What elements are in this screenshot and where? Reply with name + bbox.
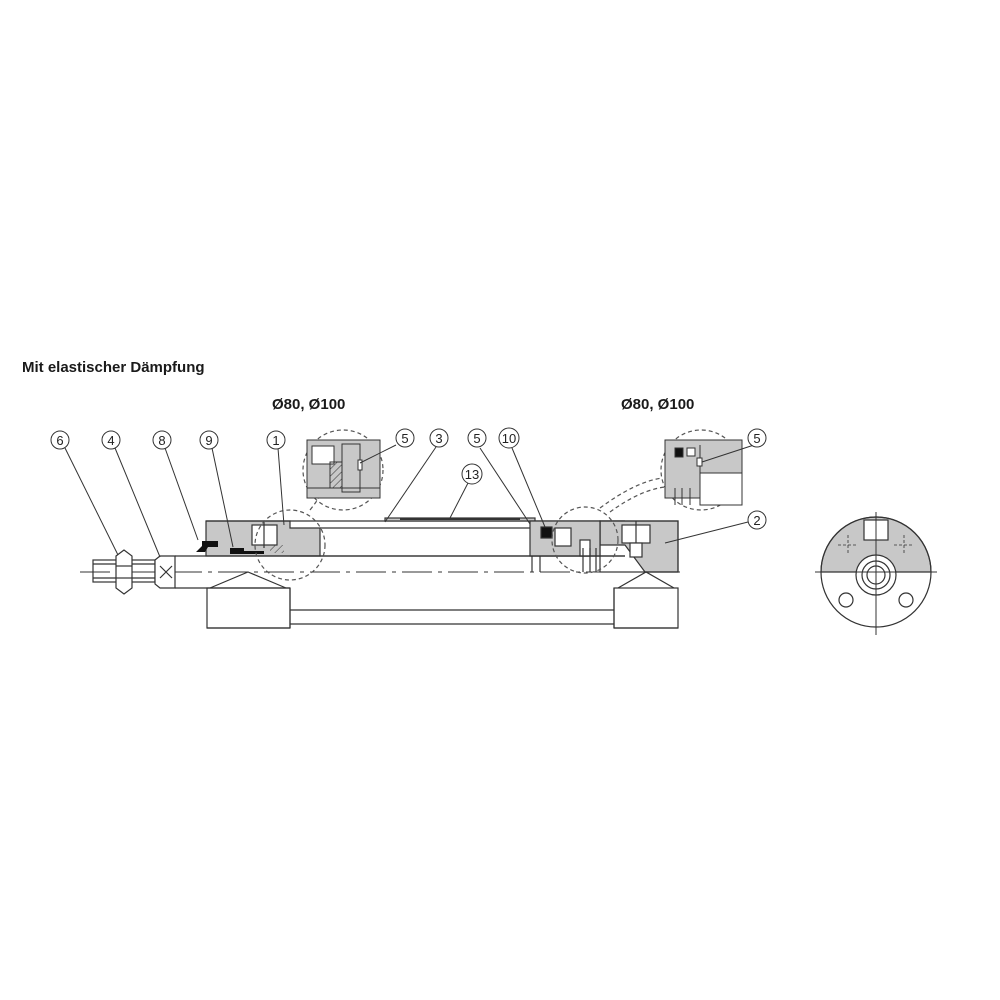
svg-text:10: 10 (502, 431, 516, 446)
end-view (815, 512, 937, 635)
svg-text:9: 9 (205, 433, 212, 448)
svg-text:5: 5 (473, 431, 480, 446)
svg-text:2: 2 (753, 513, 760, 528)
callout-8: 8 (152, 430, 172, 450)
callout-3: 3 (429, 428, 449, 448)
leader-lines (64, 444, 755, 558)
callout-9: 9 (199, 430, 219, 450)
callout-6: 6 (50, 430, 70, 450)
detail-left-contents (306, 439, 381, 499)
detail-right-contents (664, 439, 743, 506)
callout-labels: 6 4 8 9 1 5 3 13 5 10 5 2 (50, 427, 767, 530)
callout-4: 4 (101, 430, 121, 450)
callout-2: 2 (747, 510, 767, 530)
svg-text:5: 5 (753, 431, 760, 446)
detail-label-left: Ø80, Ø100 (272, 396, 346, 413)
detail-label-right: Ø80, Ø100 (621, 396, 695, 413)
svg-text:6: 6 (56, 433, 63, 448)
svg-text:3: 3 (435, 431, 442, 446)
svg-text:8: 8 (158, 433, 165, 448)
callout-13: 13 (461, 463, 483, 485)
callout-5-left-detail: 5 (395, 428, 415, 448)
callout-5-right-detail: 5 (747, 428, 767, 448)
diagram-title: Mit elastischer Dämpfung (22, 359, 205, 376)
cylinder-body (80, 517, 680, 629)
svg-text:5: 5 (401, 431, 408, 446)
svg-text:4: 4 (107, 433, 114, 448)
callout-1: 1 (266, 430, 286, 450)
callout-10: 10 (498, 427, 520, 449)
svg-text:1: 1 (272, 433, 279, 448)
svg-text:13: 13 (465, 467, 479, 482)
callout-5-piston: 5 (467, 428, 487, 448)
